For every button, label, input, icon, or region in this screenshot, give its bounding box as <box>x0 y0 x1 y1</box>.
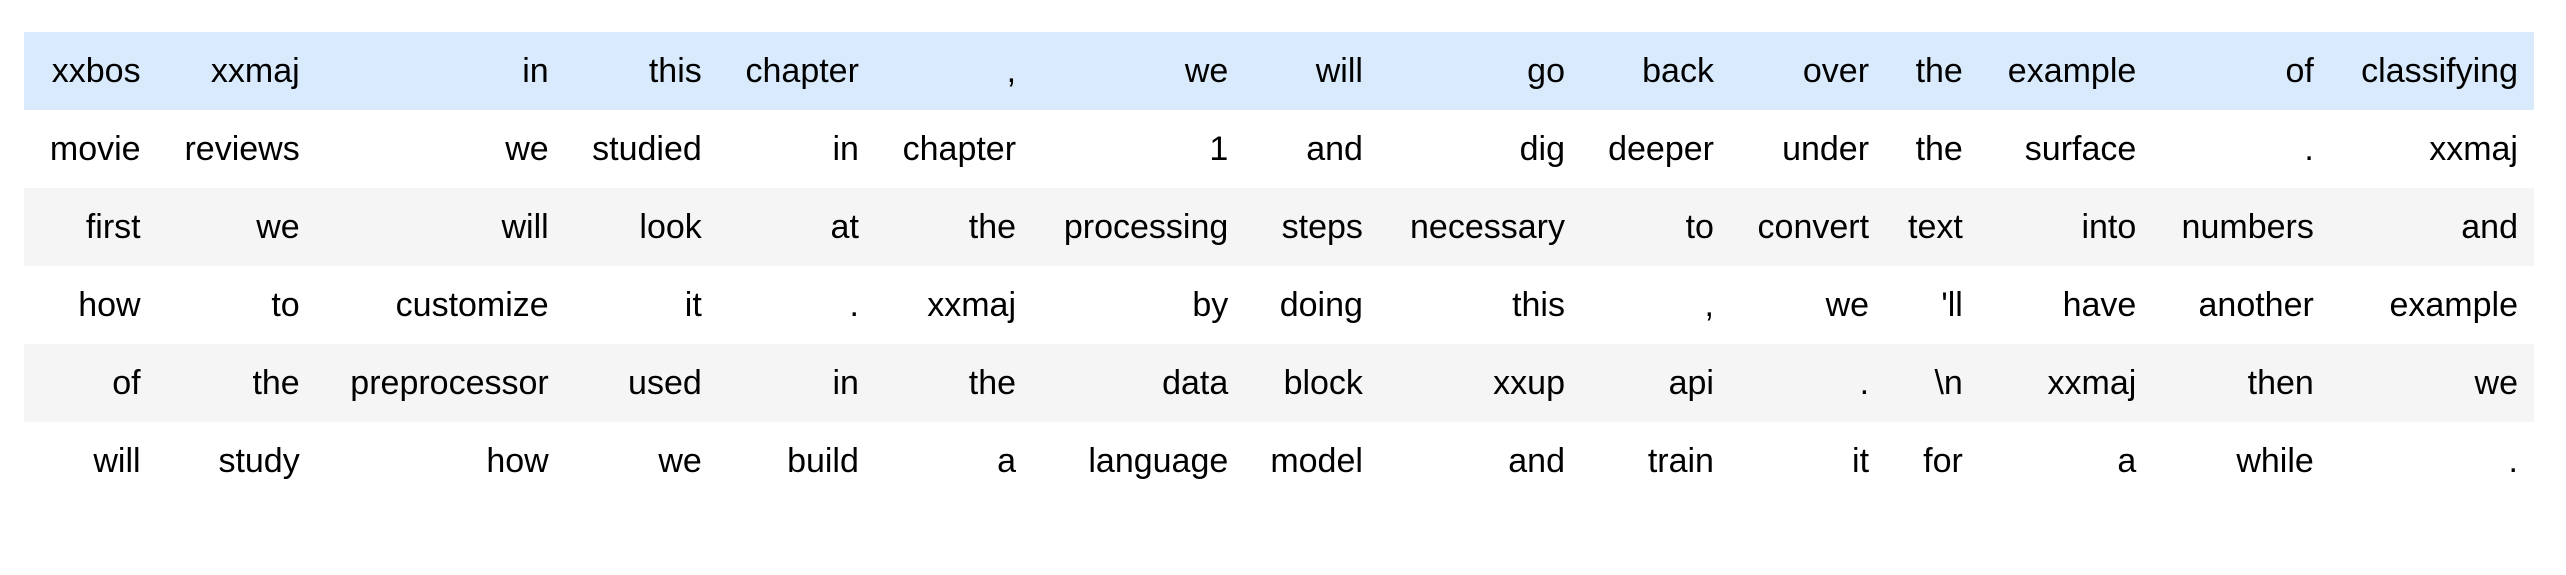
token-cell: . <box>2508 442 2518 480</box>
token-cell: model <box>1270 442 1363 480</box>
token-cell: while <box>2236 442 2314 480</box>
token-cell: we <box>2474 364 2518 402</box>
token-cell: for <box>1923 442 1963 480</box>
token-cell: example <box>2007 52 2137 90</box>
token-cell: it <box>684 286 702 324</box>
token-cell: 1 <box>1209 130 1229 168</box>
token-cell: text <box>1908 208 1963 246</box>
token-cell: customize <box>395 286 549 324</box>
token-cell: to <box>1685 208 1714 246</box>
token-cell: of <box>2285 52 2314 90</box>
token-cell: \n <box>1934 364 1963 402</box>
token-cell: have <box>2062 286 2137 324</box>
token-cell: it <box>1852 442 1870 480</box>
token-cell: data <box>1162 364 1229 402</box>
token-cell: xxup <box>1493 364 1565 402</box>
token-cell: look <box>639 208 702 246</box>
token-cell: will <box>501 208 549 246</box>
token-cell: this <box>1512 286 1565 324</box>
token-cell: in <box>832 130 859 168</box>
token-cell: steps <box>1281 208 1363 246</box>
token-cell: , <box>1704 286 1714 324</box>
token-cell: back <box>1642 52 1714 90</box>
token-cell: . <box>1859 364 1870 402</box>
token-cell: study <box>218 442 300 480</box>
token-cell: doing <box>1279 286 1363 324</box>
token-cell: convert <box>1757 208 1870 246</box>
token-cell: how <box>486 442 549 480</box>
token-cell: then <box>2247 364 2314 402</box>
token-cell: will <box>1315 52 1363 90</box>
token-cell: deeper <box>1608 130 1714 168</box>
token-cell: go <box>1527 52 1565 90</box>
token-cell: used <box>628 364 702 402</box>
token-cell: the <box>1915 52 1963 90</box>
token-cell: xxmaj <box>210 52 300 90</box>
token-cell: at <box>830 208 859 246</box>
token-cell: this <box>648 52 702 90</box>
token-cell: another <box>2198 286 2314 324</box>
token-cell: we <box>658 442 702 480</box>
token-cell: surface <box>2024 130 2137 168</box>
token-cell: necessary <box>1410 208 1565 246</box>
token-row: of the preprocessor used in the data block xxup a… <box>24 344 2534 422</box>
token-cell: studied <box>592 130 702 168</box>
token-cell: over <box>1802 52 1870 90</box>
token-cell: we <box>1184 52 1229 90</box>
token-cell: xxmaj <box>2429 130 2518 168</box>
token-cell: build <box>787 442 859 480</box>
token-cell: block <box>1283 364 1363 402</box>
token-cell: we <box>505 130 549 168</box>
token-row: how to customize it. xxmaj by doing this, we 'll h… <box>24 266 2534 344</box>
token-cell: into <box>2081 208 2137 246</box>
token-cell: the <box>968 208 1017 246</box>
token-table: xxbos xxmaj in this chapter, we will go back over… <box>24 32 2534 500</box>
token-cell: api <box>1668 364 1714 402</box>
token-cell: and <box>1508 442 1565 480</box>
token-cell: processing <box>1063 208 1229 246</box>
token-cell: . <box>2304 130 2314 168</box>
token-cell: we <box>1825 286 1870 324</box>
token-cell: reviews <box>184 130 300 168</box>
token-cell: first <box>85 208 141 246</box>
token-row: xxbos xxmaj in this chapter, we will go back over… <box>24 32 2534 110</box>
token-cell: chapter <box>902 130 1017 168</box>
token-cell: and <box>1306 130 1363 168</box>
token-cell: preprocessor <box>350 364 549 402</box>
token-cell: numbers <box>2181 208 2314 246</box>
token-row: will study how we build a language model and trai… <box>24 422 2534 500</box>
token-cell: classifying <box>2361 52 2518 90</box>
token-cell: the <box>968 364 1017 402</box>
token-cell: a <box>2117 442 2137 480</box>
token-table-body: xxbos xxmaj in this chapter, we will go back over… <box>24 32 2534 500</box>
token-cell: of <box>112 364 141 402</box>
token-cell: under <box>1782 130 1870 168</box>
token-cell: dig <box>1519 130 1565 168</box>
token-cell: chapter <box>745 52 859 90</box>
token-cell: to <box>271 286 300 324</box>
token-cell: a <box>997 442 1017 480</box>
token-cell: by <box>1192 286 1229 324</box>
token-cell: language <box>1088 442 1229 480</box>
token-cell: the <box>252 364 300 402</box>
token-row: first we will look at the processing steps neces… <box>24 188 2534 266</box>
token-row: movie reviews we studied in chapter 1 and dig dee… <box>24 110 2534 188</box>
token-cell: we <box>256 208 300 246</box>
token-cell: the <box>1915 130 1963 168</box>
token-cell: xxmaj <box>927 286 1017 324</box>
token-cell: train <box>1647 442 1714 480</box>
token-cell: in <box>832 364 859 402</box>
token-cell: how <box>78 286 141 324</box>
token-cell: will <box>93 442 141 480</box>
token-cell: xxbos <box>51 52 141 90</box>
token-cell: movie <box>49 130 141 168</box>
token-cell: and <box>2461 208 2518 246</box>
token-cell: 'll <box>1941 286 1963 324</box>
token-cell: example <box>2389 286 2518 324</box>
token-cell: xxmaj <box>2047 364 2137 402</box>
token-cell: , <box>1006 52 1017 90</box>
token-cell: . <box>849 286 859 324</box>
token-cell: in <box>522 52 549 90</box>
